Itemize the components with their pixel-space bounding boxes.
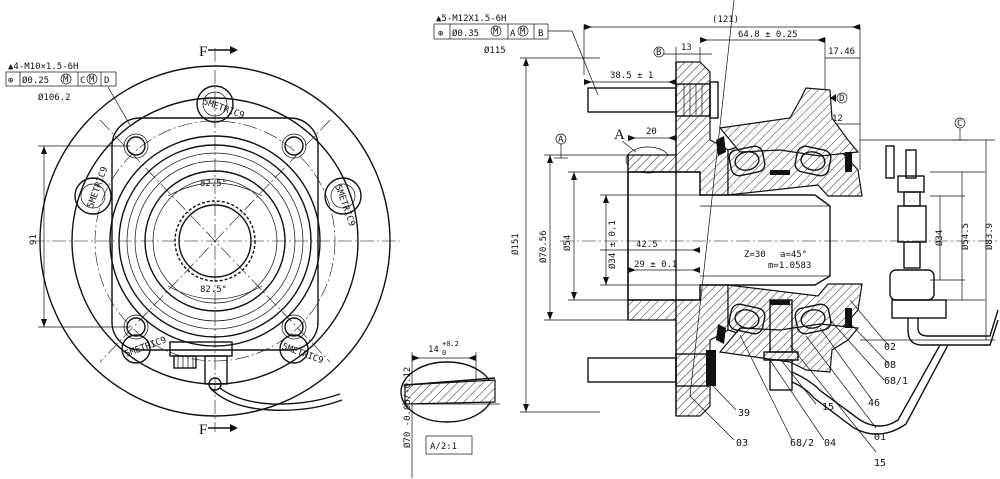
balloon: 01 [874, 432, 886, 443]
fcf-datum-c: C [80, 76, 85, 86]
balloon: 15 [874, 458, 886, 469]
svg-text:0: 0 [442, 349, 446, 357]
detail-width-dim: 14 [428, 345, 439, 355]
overall-length-dim: (121) [712, 15, 739, 25]
balloon: 08 [884, 360, 896, 371]
detail-ref-a: A [614, 127, 625, 143]
datum-b-flag: B [656, 48, 661, 58]
section-fcf: ▲5-M12X1.5-6H ⊕ Ø0.35 M A M B Ø115 [433, 14, 549, 56]
fcf-tolerance: Ø0.25 [22, 75, 49, 86]
dim-12: 12 [832, 114, 843, 124]
bearing-balls-upper [728, 145, 832, 177]
fcf-datum-a: A [510, 29, 516, 39]
dia-dims-right: Ø34 Ø54.5 Ø83.9 [860, 139, 995, 341]
bearing-balls-lower [728, 300, 832, 335]
dia-dims-left: Ø151 Ø70.56 Ø54 Ø34 ± 0.1 [510, 57, 700, 413]
dim-29: 29 ± 0.1 [634, 260, 677, 270]
detail-width-tol: +0.2 [442, 340, 459, 348]
wheel-stud-lower-left: 5METRIC9 [121, 334, 168, 364]
wheel-stud-section-upper [587, 81, 719, 119]
svg-text:Ø34: Ø34 [934, 230, 945, 246]
abs-sensor-connector [169, 341, 343, 411]
datum-a-flag: A [558, 135, 564, 145]
balloon: 68/1 [884, 376, 908, 387]
balloon-labels: 02 08 68/1 46 01 15 15 04 68/2 03 39 [689, 0, 908, 469]
datum-c-flag: C [957, 119, 962, 129]
balloon: 15 [822, 402, 834, 413]
dim-38-5: 38.5 ± 1 [610, 71, 653, 81]
svg-text:F: F [199, 422, 207, 438]
dim-17-46: 17.46 [828, 47, 855, 57]
seal-lower-left [716, 324, 726, 344]
svg-text:Ø70.56: Ø70.56 [538, 230, 549, 263]
pcd-dim: Ø115 [484, 45, 506, 56]
bolt-hole [281, 133, 307, 159]
dim-20: 20 [646, 127, 657, 137]
wheel-stud-top: 5METRIC9 [196, 85, 245, 123]
bolt-hole [281, 314, 307, 340]
fcf-tolerance: Ø0.35 [452, 28, 479, 39]
svg-text:Ø54.5: Ø54.5 [960, 223, 971, 250]
dim-64-8: 64.8 ± 0.25 [738, 30, 798, 40]
front-view: ▲4-M10×1.5-6H ⊕ Ø0.25 M C M D Ø106.2 [5, 44, 400, 438]
detail-dia-dim: Ø70 -0.05/-0.12 [402, 367, 413, 448]
section-mark-top: F [199, 44, 238, 60]
svg-text:Ø34 ± 0.1: Ø34 ± 0.1 [607, 220, 618, 269]
svg-text:m=1.0583: m=1.0583 [768, 261, 811, 271]
detail-a: 14 +0.2 0 Ø70 -0.05/-0.12 A/2:1 [400, 340, 500, 478]
fcf-position-icon: ⊕ [438, 29, 443, 39]
fcf-datum-d: D [104, 76, 109, 86]
height-dim: 91 [29, 234, 39, 245]
svg-text:Ø83.9: Ø83.9 [984, 223, 995, 250]
balloon: 46 [868, 398, 880, 409]
dim-42-5: 42.5 [636, 240, 658, 250]
fcf-modifier: M [89, 75, 95, 85]
seal-lower-right [845, 308, 852, 328]
abs-sensor-lower [763, 299, 949, 435]
front-fcf: ▲4-M10×1.5-6H ⊕ Ø0.25 M C M D Ø106.2 [5, 62, 117, 103]
front-thread-callout: ▲4-M10×1.5-6H [8, 62, 78, 72]
section-thread-callout: ▲5-M12X1.5-6H [436, 14, 506, 24]
datum-d-flag: D [839, 94, 844, 104]
wheel-stud-section-lower [587, 350, 716, 387]
spline-spec: Z=30 a=45° m=1.0583 [744, 250, 811, 271]
svg-text:F: F [199, 44, 207, 60]
balloon: 02 [884, 342, 896, 353]
svg-text:M: M [520, 27, 526, 37]
svg-text:Ø54: Ø54 [562, 235, 573, 251]
abs-sensor [885, 145, 999, 346]
fcf-datum-b: B [538, 29, 543, 39]
detail-label: A/2:1 [430, 442, 457, 452]
wheel-stud-right: 5METRIC9 [324, 177, 362, 228]
dim-13: 13 [681, 43, 692, 53]
seal-upper-right [845, 152, 852, 172]
balloon: 68/2 [790, 438, 814, 449]
balloon: 39 [738, 408, 750, 419]
angle-dim-bottom: 82.5° [200, 285, 227, 295]
angle-dim-top: 82.5° [200, 179, 227, 189]
svg-text:Ø151: Ø151 [510, 233, 521, 255]
bolt-circle-dim: Ø106.2 [38, 92, 71, 103]
fcf-modifier: M [63, 75, 69, 85]
outer-ring-upper [718, 87, 860, 157]
balloon: 04 [824, 438, 836, 449]
fcf-position-icon: ⊕ [8, 76, 13, 86]
svg-text:Z=30: Z=30 [744, 250, 766, 260]
balloon: 03 [736, 438, 748, 449]
section-mark-bottom: F [199, 422, 238, 438]
svg-text:M: M [493, 27, 499, 37]
section-view: ▲5-M12X1.5-6H ⊕ Ø0.35 M A M B Ø115 (121) [433, 0, 1000, 469]
stud-stamp: 5METRIC9 [280, 342, 324, 366]
svg-text:a=45°: a=45° [780, 250, 807, 260]
wheel-stud-left: 5METRIC9 [74, 166, 112, 215]
